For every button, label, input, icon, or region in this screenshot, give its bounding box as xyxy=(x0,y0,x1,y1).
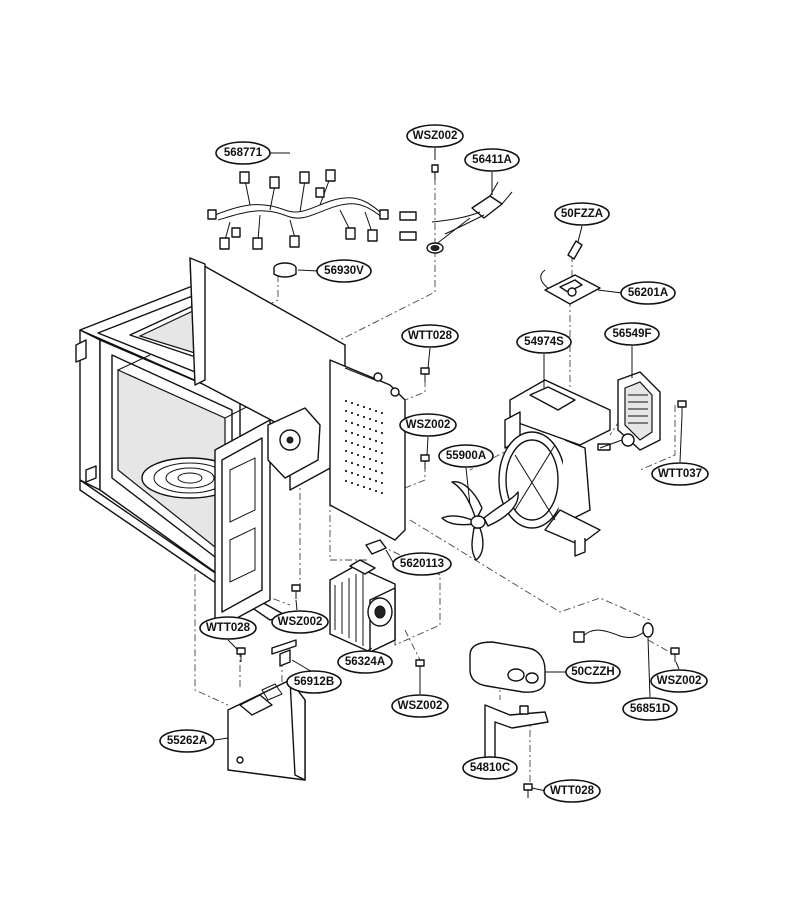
callout-56324a: 56324A xyxy=(337,650,393,674)
power-cord xyxy=(573,622,654,643)
wire-harness xyxy=(207,169,389,250)
callout-label: WTT028 xyxy=(408,330,453,342)
callout-label: 54810C xyxy=(470,762,510,774)
callout-label: WTT028 xyxy=(206,622,251,634)
magnetron xyxy=(329,559,396,653)
callout-56549f: 56549F xyxy=(604,322,660,346)
callout-label: WTT037 xyxy=(658,468,702,480)
callout-label: WSZ002 xyxy=(278,616,323,628)
callout-label: 5620113 xyxy=(400,558,444,570)
callout-label: 56549F xyxy=(612,328,651,340)
callout-wsz002-lower: WSZ002 xyxy=(391,694,449,718)
callout-wsz002-right: WSZ002 xyxy=(650,669,708,693)
callout-wsz002-left: WSZ002 xyxy=(271,610,329,634)
callout-label: 56930V xyxy=(324,265,364,277)
callout-label: 50CZZH xyxy=(571,666,614,678)
fan-motor xyxy=(599,371,661,451)
high-voltage-capacitor xyxy=(469,641,546,693)
callout-label: 56851D xyxy=(630,703,670,715)
callout-label: 54974S xyxy=(524,336,564,348)
vent-perforations xyxy=(345,400,383,494)
oven-cavity xyxy=(75,257,406,631)
callout-label: WSZ002 xyxy=(406,419,451,431)
door-switch xyxy=(271,639,297,667)
callout-56912b: 56912B xyxy=(286,670,342,694)
callout-wtt028-upper: WTT028 xyxy=(401,324,459,348)
thermal-cutoff xyxy=(273,262,297,278)
screws xyxy=(236,367,687,798)
callout-label: 568771 xyxy=(224,147,263,159)
callout-wtt028-left: WTT028 xyxy=(199,616,257,640)
fan-duct-bracket xyxy=(498,379,611,557)
callout-56411a: 56411A xyxy=(464,148,520,172)
callout-label: 56912B xyxy=(294,676,334,688)
callout-55262a: 55262A xyxy=(159,729,215,753)
callout-50fzza: 50FZZA xyxy=(554,202,610,226)
callout-label: WTT028 xyxy=(550,785,595,797)
latch-board xyxy=(227,679,306,781)
callout-54974s: 54974S xyxy=(516,330,572,354)
callout-54810c: 54810C xyxy=(462,756,518,780)
high-voltage-diode xyxy=(365,539,387,555)
callout-label: WSZ002 xyxy=(413,130,458,142)
callout-wtt037: WTT037 xyxy=(651,462,709,486)
callout-label: 56201A xyxy=(628,287,668,299)
callout-56201a: 56201A xyxy=(620,281,676,305)
callout-label: 56411A xyxy=(472,154,512,166)
callout-label: 50FZZA xyxy=(561,208,603,220)
callout-wsz002-mid: WSZ002 xyxy=(399,413,457,437)
callout-label: WSZ002 xyxy=(657,675,702,687)
fan-blade xyxy=(441,481,519,561)
fuse xyxy=(567,240,583,260)
noise-filter-board xyxy=(540,269,601,305)
callout-wtt028-bottom: WTT028 xyxy=(543,779,601,803)
callout-label: WSZ002 xyxy=(398,700,443,712)
callout-56930v: 56930V xyxy=(316,259,372,283)
callout-50czzh: 50CZZH xyxy=(565,660,621,684)
callout-568771: 568771 xyxy=(215,141,271,165)
callout-label: 55900A xyxy=(446,450,486,462)
lamp-socket-assembly xyxy=(399,164,513,254)
callout-55900a: 55900A xyxy=(438,444,494,468)
callout-label: 56324A xyxy=(345,656,385,668)
callout-5620113: 5620113 xyxy=(392,552,452,576)
callout-56851d: 56851D xyxy=(622,697,678,721)
callout-label: 55262A xyxy=(167,735,207,747)
callout-wsz002-top: WSZ002 xyxy=(406,124,464,148)
